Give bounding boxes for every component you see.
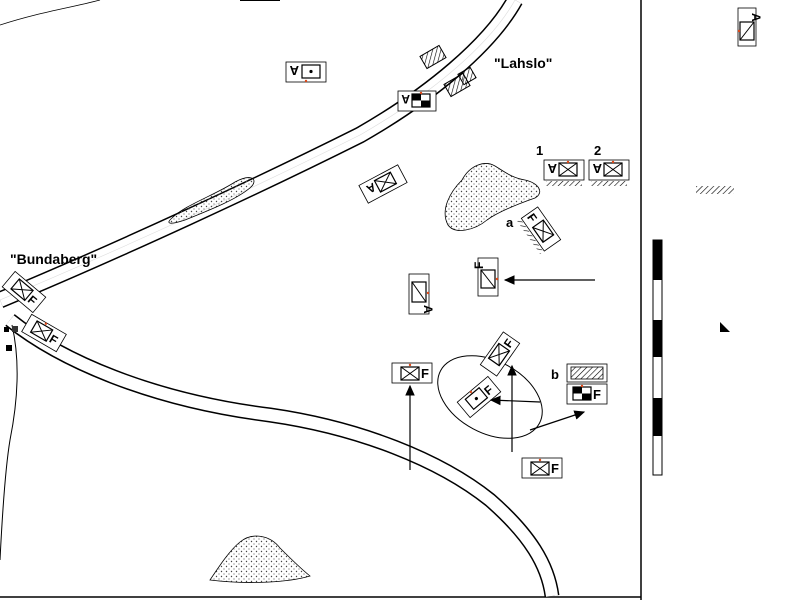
track-southwest	[0, 324, 18, 561]
svg-text:A: A	[289, 63, 299, 78]
svg-text:F: F	[593, 387, 601, 402]
svg-text:F: F	[472, 262, 486, 269]
unit-symbol-ellipse-top: F	[479, 331, 521, 377]
unit-symbol-1: A	[543, 159, 585, 186]
unit-symbol-center-a: A	[408, 273, 435, 315]
unit-symbol-bundaberg-2: F	[21, 313, 67, 353]
svg-text:A: A	[401, 92, 410, 106]
svg-text:F: F	[421, 366, 429, 381]
marker-label-1: 1	[536, 143, 543, 158]
unit-symbol-checkered-road: A	[397, 90, 437, 112]
arrow-west-ellipse	[489, 395, 541, 406]
unit-symbol-2: A	[588, 159, 630, 186]
svg-text:A: A	[421, 305, 435, 314]
svg-text:A: A	[592, 161, 602, 176]
unit-symbol-a: F	[517, 206, 562, 254]
unit-symbol-south-f-right: F	[521, 457, 563, 479]
terrain-patch-west	[168, 177, 255, 224]
svg-text:F: F	[551, 461, 559, 476]
unit-symbol-b	[566, 363, 608, 383]
unit-symbol-ellipse-dot: F	[456, 375, 502, 419]
boundary-curve	[0, 0, 101, 26]
marker-label-a: a	[506, 215, 514, 230]
marker-label-2: 2	[594, 143, 601, 158]
scale-bar	[652, 239, 663, 476]
terrain-patch-south	[209, 535, 311, 583]
arrow-east-ellipse	[529, 410, 586, 431]
pointer-icon	[720, 322, 730, 332]
marker-label-b: b	[551, 367, 559, 382]
legend-unit-symbol: A	[737, 7, 763, 47]
unit-symbol-south-f-left: F	[391, 362, 433, 384]
unit-symbol-center-f: F	[472, 257, 499, 297]
objective-ellipse	[437, 355, 543, 439]
building-cluster-lahslo	[419, 44, 477, 98]
unit-symbol-checkered-f: F	[566, 383, 608, 405]
unit-symbol-dot: A	[285, 61, 327, 83]
svg-text:A: A	[547, 161, 557, 176]
unit-symbol-bundaberg-1: F	[1, 270, 47, 314]
svg-text:A: A	[749, 13, 763, 22]
terrain-patch-hill	[444, 163, 541, 231]
place-label-bundaberg: "Bundaberg"	[10, 251, 97, 267]
unit-symbol-road-diagonal: A	[358, 164, 408, 204]
small-vehicles-bundaberg	[4, 326, 18, 351]
place-label-lahslo: "Lahslo"	[494, 55, 552, 71]
legend-hatch-sample	[696, 186, 734, 194]
